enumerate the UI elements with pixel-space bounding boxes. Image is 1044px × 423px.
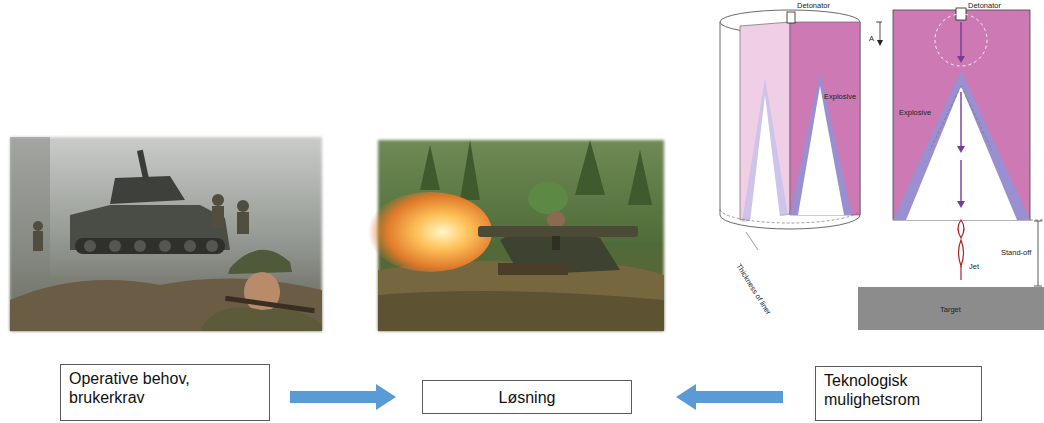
requirement-box: Operative behov, brukerkrav — [60, 364, 270, 421]
part-label: Explosive — [899, 108, 931, 117]
block-arrow — [676, 384, 783, 410]
box-text: Operative behov, brukerkrav — [69, 369, 261, 407]
part-label: Detonator — [968, 1, 1001, 10]
part-label: Detonator — [797, 1, 830, 10]
firing-photo — [368, 140, 664, 331]
section-mark: A — [869, 34, 874, 43]
dimension-label: Stand-off — [1001, 248, 1031, 257]
block-arrow — [290, 384, 396, 410]
box-text: Teknologisk mulighetsrom — [824, 371, 973, 409]
battle-photo — [10, 137, 322, 331]
part-label: Target — [940, 305, 961, 314]
box-text: Løsning — [431, 388, 623, 407]
part-label: Jet — [969, 262, 979, 271]
solution-box: Løsning — [422, 380, 632, 414]
dimension-label: Thickness of liner — [734, 262, 773, 316]
shaped-charge-drawing — [720, 8, 1044, 330]
technology-box: Teknologisk mulighetsrom — [815, 366, 982, 421]
part-label: Explosive — [824, 92, 856, 101]
